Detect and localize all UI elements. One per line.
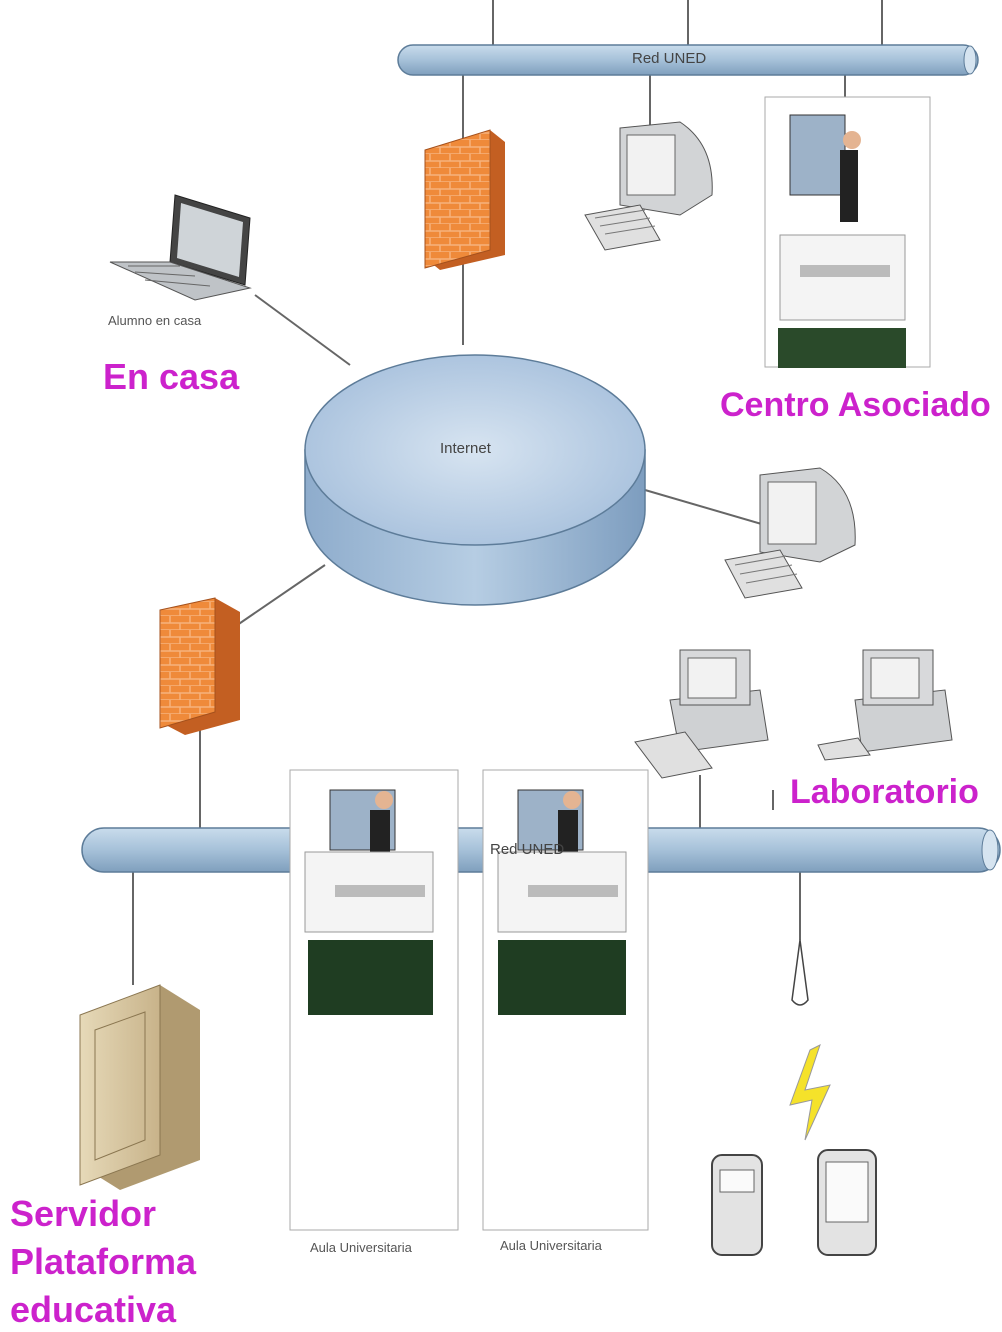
server-icon	[79, 984, 200, 1190]
server-label-line2: Plataforma	[10, 1241, 197, 1282]
top-network-bus	[397, 44, 979, 76]
mobile-phone-icon	[711, 1154, 763, 1256]
monitor-icon	[724, 467, 856, 599]
desktop-pc-icon	[817, 649, 953, 761]
classroom1-caption: Aula Universitaria	[310, 1240, 412, 1255]
monitor-icon	[584, 121, 713, 251]
pda-icon	[817, 1149, 877, 1256]
home-label: En casa	[103, 356, 240, 397]
wireless-antenna-icon	[789, 939, 831, 1141]
firewall-icon	[159, 597, 240, 735]
home-caption: Alumno en casa	[108, 313, 202, 328]
internet-label: Internet	[440, 440, 491, 457]
desktop-pc-icon	[634, 649, 769, 779]
bottom-bus-label: Red UNED	[490, 841, 565, 858]
server-label-line1: Servidor	[10, 1193, 157, 1234]
center-label: Centro Asociado	[720, 386, 991, 424]
firewall-icon	[424, 129, 505, 270]
classroom-panel-1	[289, 769, 459, 1231]
internet-cloud	[304, 354, 646, 606]
lab-label: Laboratorio	[790, 773, 979, 811]
classroom-panel-2	[482, 769, 649, 1231]
connection-lines	[132, 0, 883, 985]
server-label-line3: educativa	[10, 1289, 177, 1330]
top-bus-label: Red UNED	[632, 50, 707, 67]
laptop-icon	[109, 194, 252, 301]
classroom-panel-centro	[764, 96, 931, 368]
classroom2-caption: Aula Universitaria	[500, 1238, 602, 1253]
